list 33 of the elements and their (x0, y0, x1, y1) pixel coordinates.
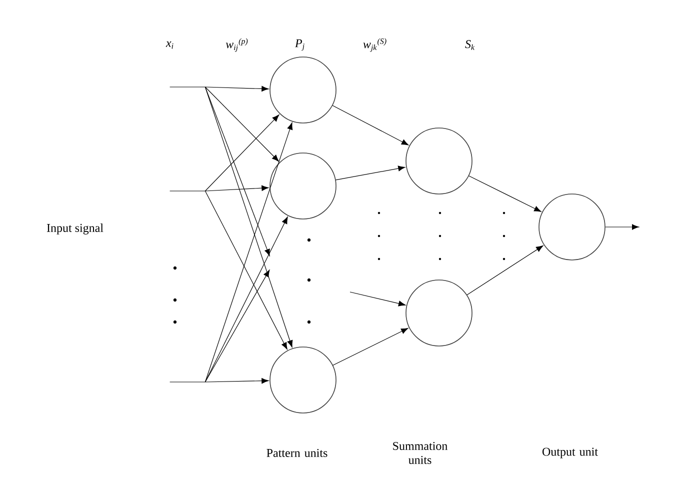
arrow (605, 224, 640, 230)
input-line (170, 86, 206, 88)
arrow (204, 122, 293, 382)
input-label: Input signal (46, 224, 104, 234)
arrow (204, 216, 288, 382)
layer-label: Pattern units (266, 448, 328, 458)
layer-label: Summation units (393, 442, 448, 464)
variable-label: w$_{jk}$(S) (363, 38, 386, 52)
unit-circle (270, 346, 336, 414)
arrow (336, 166, 406, 180)
layer-label: Output unit (542, 448, 598, 458)
unit-circle (538, 194, 606, 260)
arrow (204, 190, 288, 350)
variable-label: S$_{k}$ (465, 40, 475, 50)
variable-label: w$_{ij}$(p) (226, 38, 248, 52)
arrow (204, 114, 280, 192)
arrow (350, 292, 406, 306)
arrow (332, 105, 409, 146)
arrow (468, 176, 542, 212)
arrow (204, 378, 269, 384)
variable-label: x$_{i}$ (166, 41, 174, 49)
arrow (204, 185, 269, 192)
arrow (204, 86, 293, 348)
unit-circle (270, 152, 336, 220)
unit-circle (406, 280, 472, 346)
arrow (204, 86, 279, 162)
unit-circle (270, 56, 336, 124)
arrow (332, 328, 408, 366)
arrow (466, 246, 544, 296)
unit-circle (406, 128, 472, 194)
input-line (170, 190, 206, 192)
arrow (204, 86, 269, 92)
arrow (204, 270, 270, 382)
